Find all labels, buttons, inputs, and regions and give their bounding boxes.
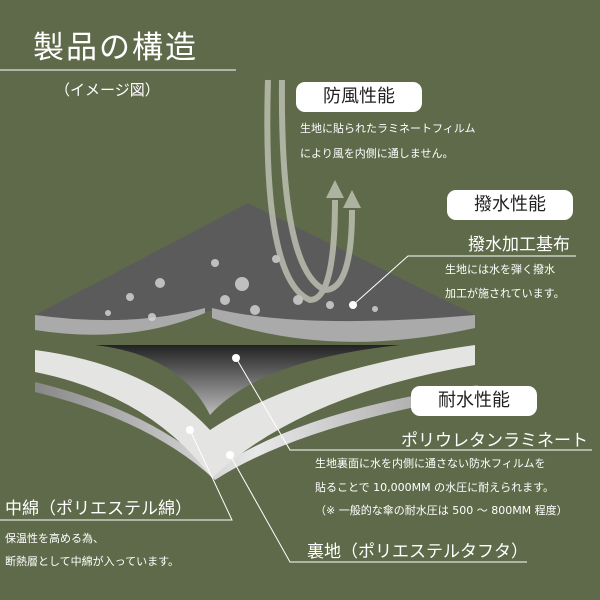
lining-layer bbox=[35, 382, 478, 480]
waterproof-heading: ポリウレタンラミネート bbox=[401, 431, 588, 451]
waterproof-desc-3: （※ 一般的な傘の耐水圧は 500 ～ 800MM 程度） bbox=[315, 504, 568, 517]
waterproof-badge: 耐水性能 bbox=[411, 386, 537, 416]
page-title: 製品の構造 bbox=[33, 30, 198, 66]
windproof-desc-2: により風を内側に通しません。 bbox=[300, 147, 454, 160]
padding-desc-2: 断熱層として中綿が入っています。 bbox=[5, 555, 180, 568]
outer-fabric-layer bbox=[35, 203, 475, 322]
page-subtitle: （イメージ図） bbox=[55, 81, 160, 99]
water-repellent-desc-1: 生地には水を弾く撥水 bbox=[445, 263, 555, 276]
padding-layer bbox=[35, 345, 475, 478]
fabric-flap-left bbox=[35, 308, 205, 335]
padding-heading: 中綿（ポリエステル綿） bbox=[5, 499, 192, 519]
padding-desc-1: 保温性を高める為、 bbox=[5, 532, 104, 545]
wind-arrows-icon bbox=[264, 79, 361, 304]
waterproof-desc-2: 貼ることで 10,000MM の水圧に耐えられます。 bbox=[315, 481, 555, 494]
lining-heading: 裏地（ポリエステルタフタ） bbox=[307, 542, 528, 562]
leader-lines bbox=[0, 255, 592, 563]
laminate-layer bbox=[95, 345, 400, 415]
windproof-desc-1: 生地に貼られたラミネートフィルム bbox=[300, 122, 476, 135]
waterproof-desc-1: 生地裏面に水を内側に通さない防水フィルムを bbox=[315, 457, 546, 470]
fabric-flap-right bbox=[212, 308, 475, 342]
water-repellent-desc-2: 加工が施されています。 bbox=[445, 287, 565, 300]
leader-dots bbox=[186, 301, 357, 459]
water-repellent-heading: 撥水加工基布 bbox=[468, 235, 570, 255]
water-repellent-badge: 撥水性能 bbox=[447, 190, 573, 220]
windproof-badge: 防風性能 bbox=[296, 82, 422, 112]
